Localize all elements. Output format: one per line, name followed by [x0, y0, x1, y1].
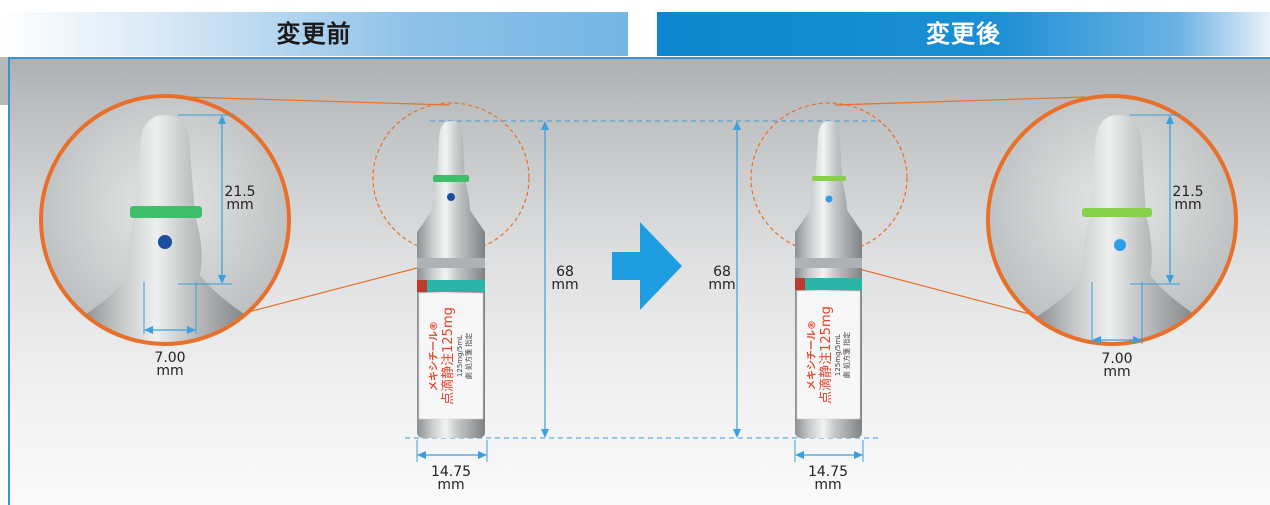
dim-unit: mm [226, 197, 254, 213]
zoom-circle-after [986, 94, 1238, 346]
product-dosage: 点滴静注125mg [441, 307, 456, 405]
dim-unit: mm [1174, 197, 1202, 213]
dim-value: 68 [556, 264, 574, 280]
product-side-text: 125mg/5mL [456, 334, 464, 378]
dim-unit: mm [1103, 364, 1131, 380]
product-name-mark: ® [429, 321, 440, 331]
dim-unit: mm [814, 477, 842, 493]
header-before: 変更前 [0, 12, 628, 56]
dim-label-width-before: 14.75 mm [421, 464, 481, 493]
dim-unit: mm [156, 363, 184, 379]
zoom-circle-before [39, 94, 291, 346]
dim-value: 14.75 [430, 464, 472, 480]
product-tag: 処方箋 [842, 348, 851, 369]
dim-label-width-after: 14.75 mm [798, 464, 858, 493]
dim-label-zoom-width-after: 7.00 mm [1087, 351, 1147, 380]
dim-value: 21.5 [224, 184, 256, 200]
panel-tab [0, 57, 10, 105]
product-name: メキシチール [429, 331, 440, 391]
product-name: メキシチール [806, 330, 818, 390]
header-after-label: 変更後 [926, 20, 1001, 48]
dim-value: 21.5 [1172, 184, 1204, 200]
dim-value: 14.75 [807, 464, 849, 480]
zoom-connector-line [839, 263, 1061, 323]
header-before-label: 変更前 [276, 20, 352, 48]
ampoule-after [795, 121, 862, 438]
product-side-text: 125mg/5mL [833, 333, 842, 377]
product-dosage: 点滴静注125mg [818, 306, 834, 404]
arrow-right-icon [612, 222, 682, 310]
dim-label-zoom-width-before: 7.00 mm [140, 350, 200, 379]
dim-label-zoom-height-before: 21.5 mm [210, 184, 270, 213]
dim-label-height-after: 68 mm [692, 264, 752, 293]
dim-label-zoom-height-after: 21.5 mm [1158, 184, 1218, 213]
product-tag: 劇 [465, 372, 473, 380]
ampoule-before [417, 121, 485, 438]
dim-value: 7.00 [1101, 351, 1133, 367]
dim-value: 7.00 [154, 350, 186, 366]
product-tag: 指定 [842, 331, 851, 346]
product-tag: 処方箋 [465, 349, 473, 370]
ampoule-label-after: メキシチール® 点滴静注125mg 125mg/5mL 劇 処方箋 指定 [797, 291, 860, 419]
dim-unit: mm [551, 277, 579, 293]
product-tag: 指定 [465, 332, 473, 347]
ampoule-label-before: メキシチール® 点滴静注125mg 125mg/5mL 劇 処方箋 指定 [419, 293, 483, 419]
dim-unit: mm [437, 477, 465, 493]
product-name-mark: ® [806, 320, 818, 330]
header-after: 変更後 [657, 12, 1270, 56]
dim-unit: mm [708, 277, 736, 293]
dim-value: 68 [713, 264, 731, 280]
zoom-connector-line [834, 96, 1086, 106]
zoom-connector-line [184, 96, 451, 106]
dim-label-height-before: 68 mm [535, 264, 595, 293]
product-tag: 劇 [842, 371, 851, 379]
